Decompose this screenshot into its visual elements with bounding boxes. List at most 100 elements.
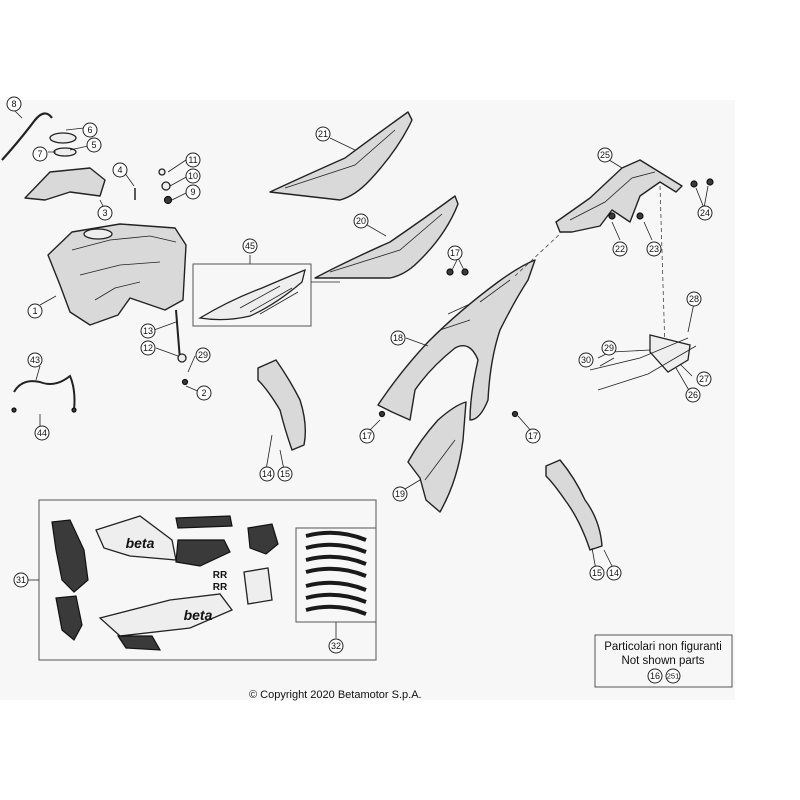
svg-text:15: 15	[280, 469, 290, 479]
seat-cover	[198, 268, 306, 321]
svg-text:43: 43	[30, 355, 40, 365]
svg-text:14: 14	[262, 469, 272, 479]
svg-text:18: 18	[393, 333, 403, 343]
tank-bracket	[24, 167, 106, 201]
callout-17-right: 17	[525, 428, 541, 444]
screw-17c	[378, 410, 386, 418]
svg-text:7: 7	[37, 149, 42, 159]
side-guide-line	[514, 231, 563, 277]
nut-9	[163, 195, 173, 205]
seat-20-stitch	[329, 213, 443, 273]
svg-text:11: 11	[188, 155, 197, 165]
screw-17d	[511, 410, 519, 418]
decal-rr-upper: RR	[213, 570, 228, 581]
callout-5: 5	[86, 137, 102, 153]
svg-text:9: 9	[190, 187, 195, 197]
svg-text:17: 17	[528, 431, 538, 441]
callout-17-top: 17	[447, 245, 463, 261]
screw-23	[636, 212, 644, 220]
rear-fender	[555, 159, 683, 233]
not-shown-title-it: Particolari non figuranti	[604, 641, 722, 653]
svg-text:13: 13	[143, 326, 153, 336]
fuel-tank-filler	[83, 228, 113, 240]
side-panel-19	[407, 401, 467, 513]
svg-text:2: 2	[201, 388, 206, 398]
clip-2	[181, 378, 189, 386]
seat-cover-pattern	[239, 285, 299, 315]
callout-27: 27	[696, 371, 712, 387]
callout-25: 25	[597, 147, 613, 163]
seat-21-stitch	[284, 129, 396, 189]
svg-text:12: 12	[143, 343, 153, 353]
svg-text:26: 26	[688, 390, 698, 400]
side-panel-18-detail	[439, 279, 511, 331]
fuel-tank	[47, 223, 187, 326]
breather-hose	[1, 112, 53, 161]
callout-13: 13	[140, 323, 156, 339]
callout-1: 1	[27, 303, 43, 319]
callout-18: 18	[390, 330, 406, 346]
side-panel-18	[377, 259, 536, 421]
svg-text:17: 17	[450, 248, 460, 258]
copyright-text: © Copyright 2020 Betamotor S.p.A.	[249, 689, 422, 701]
callout-10: 10	[185, 168, 201, 184]
decal-side-panel-upper	[175, 539, 231, 567]
decal-rr-lower: RR	[213, 582, 228, 593]
nut-24b	[706, 178, 714, 186]
clamp-44a	[11, 407, 17, 413]
fuel-tank-detail	[71, 235, 177, 301]
svg-text:5: 5	[91, 140, 96, 150]
svg-text:251: 251	[667, 672, 680, 681]
callout-12: 12	[140, 340, 156, 356]
seat-21	[269, 111, 413, 201]
callout-44: 44	[34, 425, 50, 441]
svg-text:23: 23	[649, 244, 659, 254]
screw-17a	[446, 268, 454, 276]
svg-text:29: 29	[604, 343, 614, 353]
tap-12	[177, 353, 187, 363]
svg-text:4: 4	[117, 165, 122, 175]
decal-radiator-upper	[175, 515, 233, 529]
svg-text:30: 30	[581, 355, 591, 365]
rear-fender-detail	[569, 171, 656, 221]
rear-guide-line	[659, 185, 666, 351]
callout-11: 11	[185, 152, 201, 168]
callout-4: 4	[112, 162, 128, 178]
fuel-cap	[49, 132, 77, 144]
callout-22: 22	[612, 241, 628, 257]
callout-17-left: 17	[359, 428, 375, 444]
callout-20: 20	[353, 213, 369, 229]
washer-10	[161, 181, 171, 191]
decal-headlight-mask	[247, 523, 279, 555]
svg-text:19: 19	[395, 489, 405, 499]
svg-text:3: 3	[102, 208, 107, 218]
svg-text:22: 22	[615, 244, 625, 254]
decal-brand-upper: beta	[126, 535, 155, 551]
seat-20	[314, 195, 459, 279]
rim-stripes	[305, 530, 367, 616]
washer-11	[158, 168, 166, 176]
screw-17b	[461, 268, 469, 276]
callout-21: 21	[315, 126, 331, 142]
callout-7: 7	[32, 146, 48, 162]
callout-2: 2	[196, 385, 212, 401]
seat-cover-box	[192, 263, 312, 327]
overflow-hose	[13, 374, 76, 411]
callout-8: 8	[6, 96, 22, 112]
svg-text:1: 1	[32, 306, 37, 316]
frame-guard-right	[545, 459, 603, 551]
frame-guard-left	[257, 359, 307, 451]
callout-31: 31	[13, 572, 29, 588]
callout-32: 32	[328, 638, 344, 654]
callout-29-left: 29	[195, 347, 211, 363]
not-shown-panel	[594, 634, 733, 688]
svg-text:16: 16	[650, 671, 660, 681]
callout-26: 26	[685, 387, 701, 403]
svg-text:29: 29	[198, 350, 208, 360]
callout-30: 30	[578, 352, 594, 368]
svg-text:10: 10	[188, 171, 198, 181]
decal-brand-lower: beta	[184, 607, 213, 623]
callout-15-left: 15	[277, 466, 293, 482]
svg-text:28: 28	[689, 294, 699, 304]
